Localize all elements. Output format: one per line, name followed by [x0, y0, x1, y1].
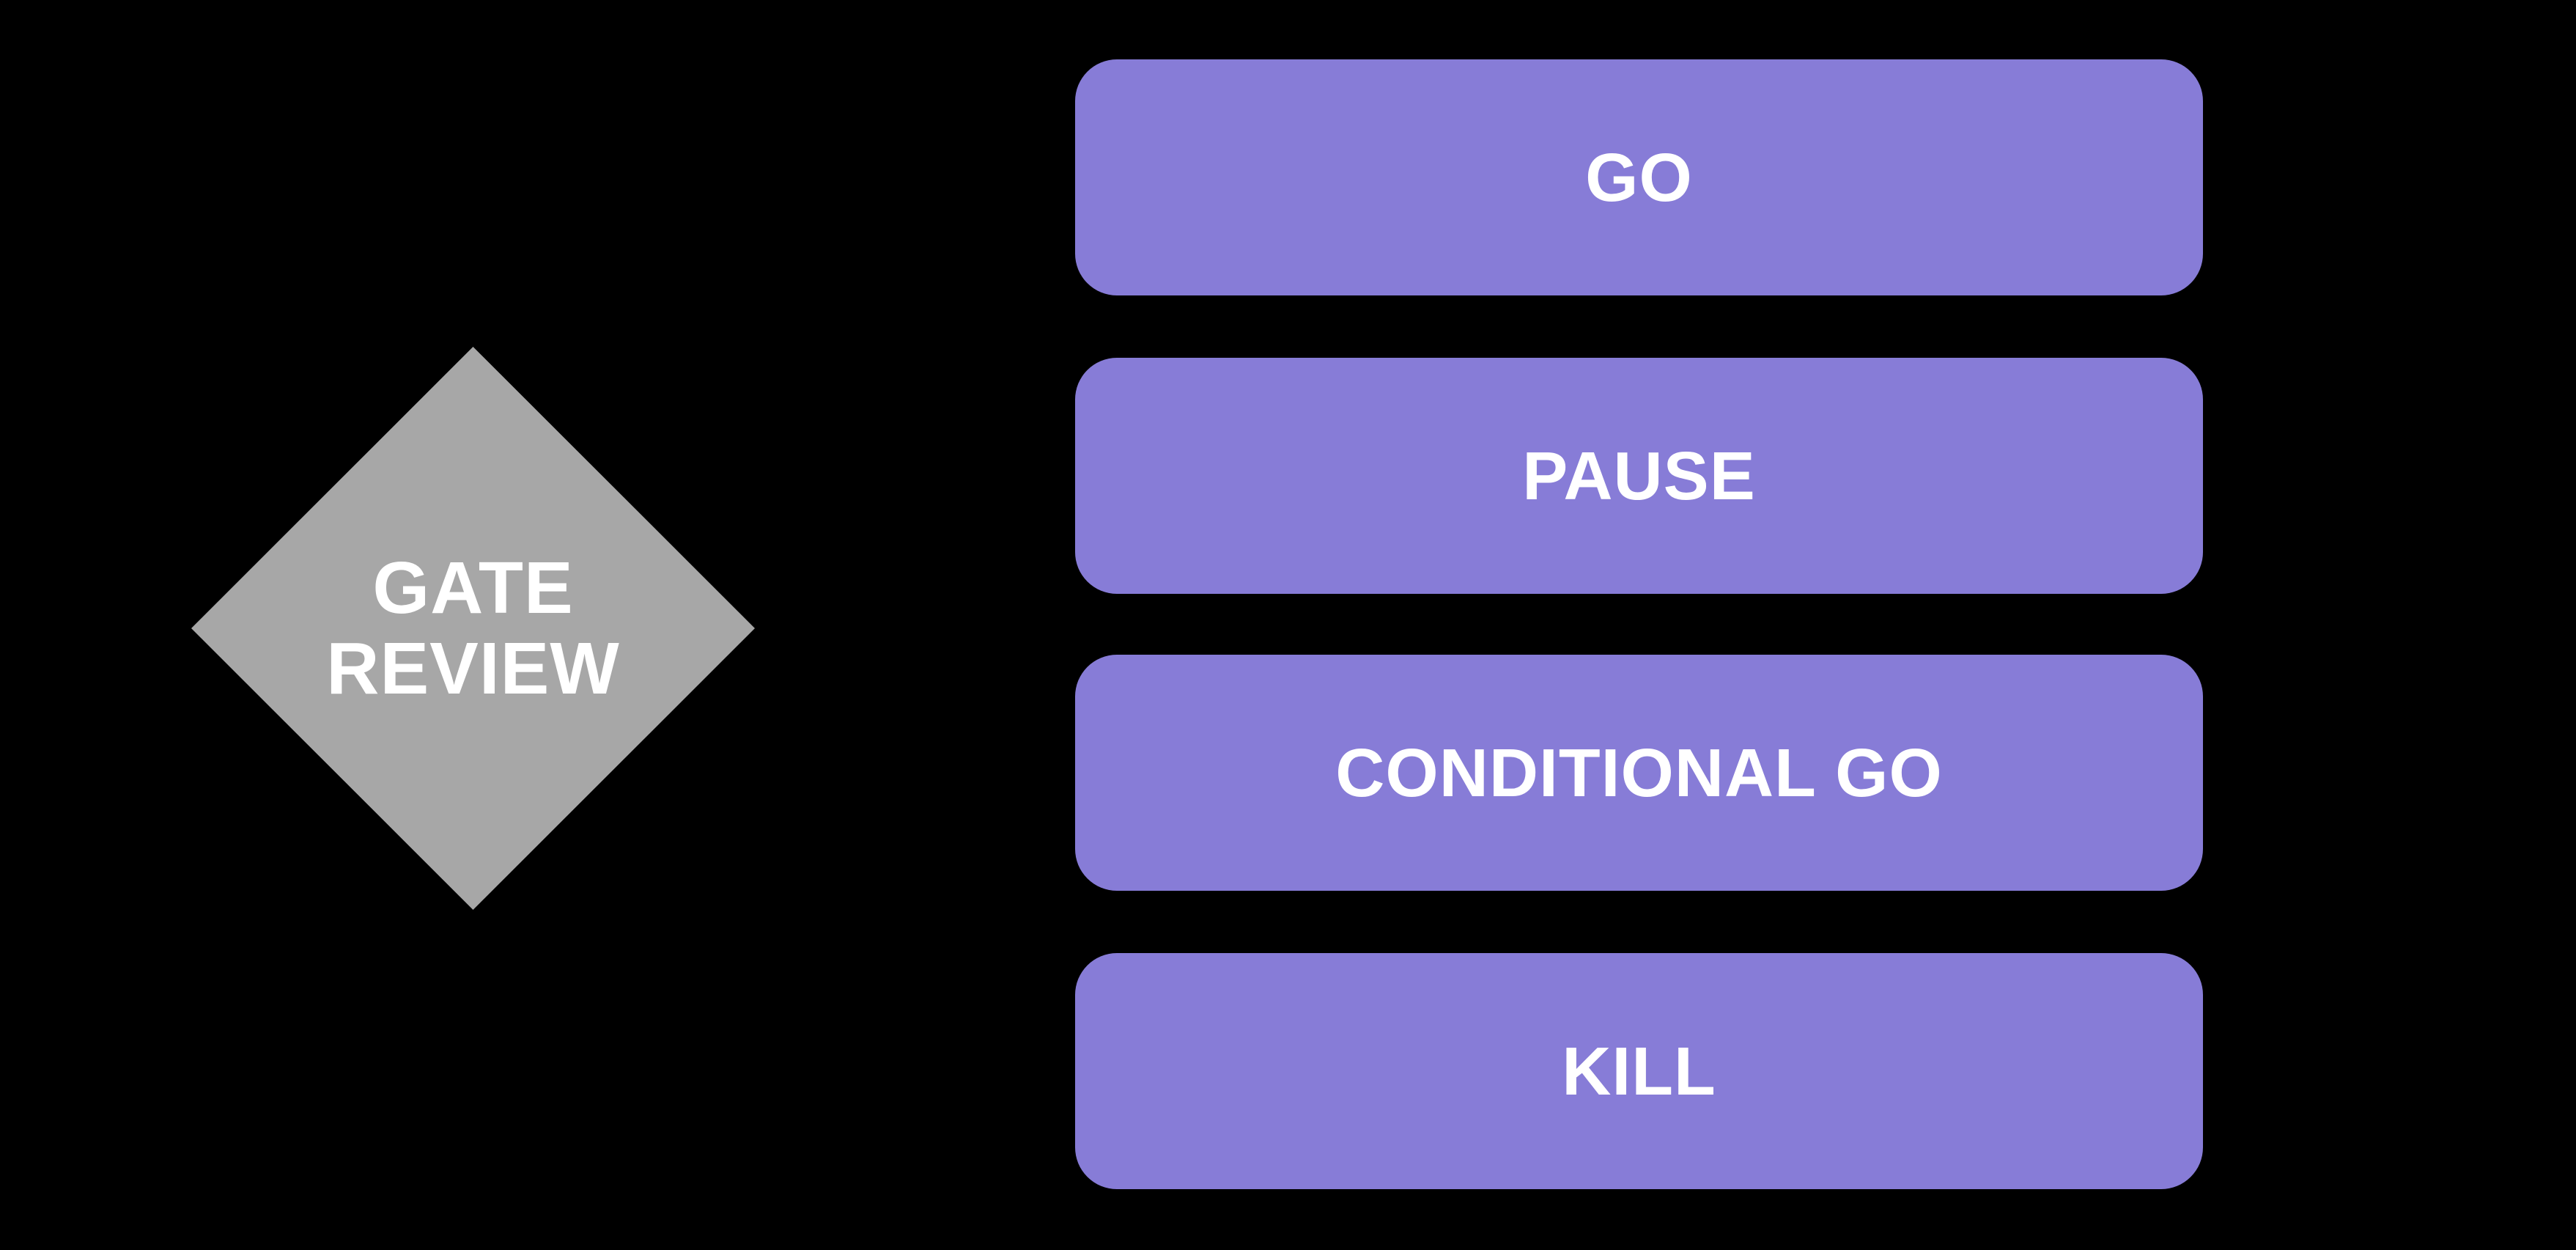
outcome-label-go: GO	[1585, 139, 1693, 216]
outcome-node-kill: KILL	[1075, 953, 2203, 1189]
decision-label-line-2: REVIEW	[326, 628, 620, 710]
outcome-node-go: GO	[1075, 59, 2203, 295]
outcome-label-pause: PAUSE	[1522, 437, 1756, 514]
gate-review-decision-node: GATE REVIEW	[191, 347, 755, 910]
outcome-node-pause: PAUSE	[1075, 358, 2203, 594]
outcome-label-conditional-go: CONDITIONAL GO	[1335, 734, 1943, 811]
decision-label-line-1: GATE	[372, 547, 574, 629]
diamond-shape-icon	[191, 347, 755, 910]
outcome-label-kill: KILL	[1562, 1032, 1716, 1109]
decision-node-label: GATE REVIEW	[191, 347, 755, 910]
outcome-node-conditional-go: CONDITIONAL GO	[1075, 655, 2203, 891]
